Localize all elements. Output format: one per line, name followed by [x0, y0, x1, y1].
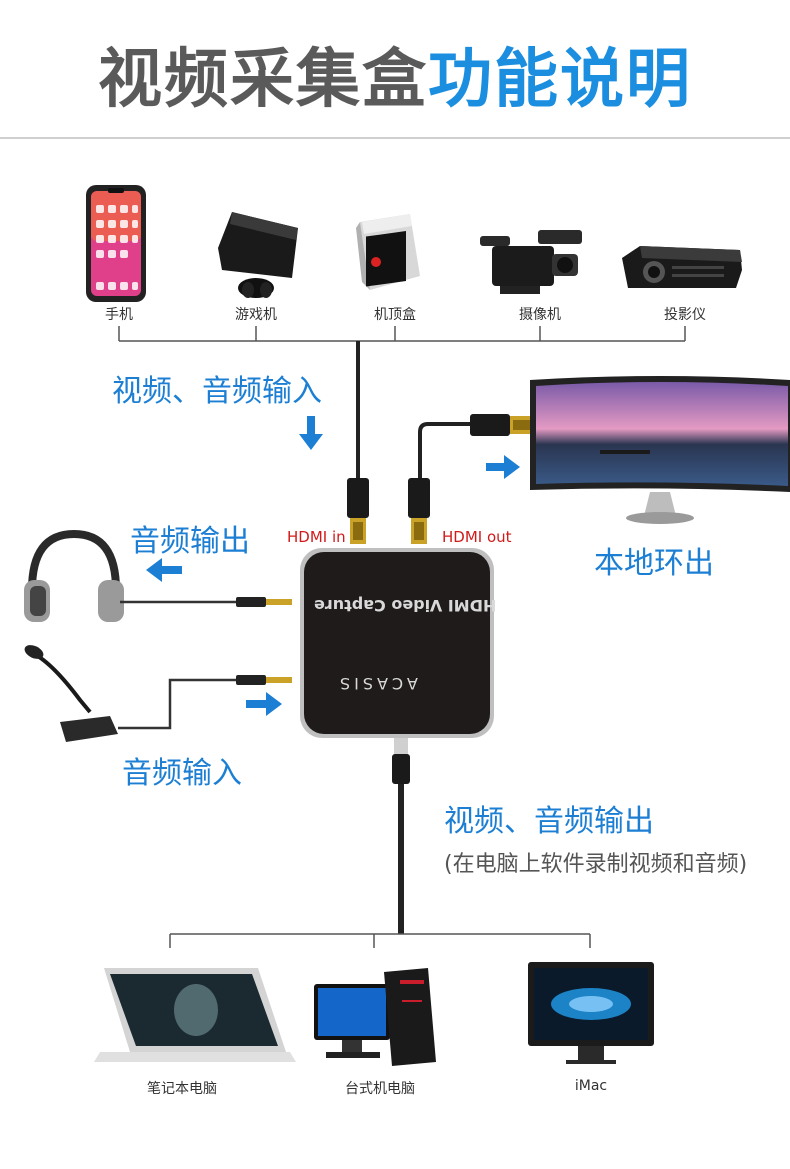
desktop-icon	[314, 968, 436, 1066]
source-label-projector: 投影仪	[664, 307, 706, 323]
usb-c-plug	[392, 738, 410, 784]
source-label-camcorder: 摄像机	[519, 307, 561, 323]
laptop-icon	[94, 968, 296, 1062]
label-audio-out: 音频输出	[130, 524, 250, 559]
computer-label-imac: iMac	[574, 1078, 608, 1094]
label-video-audio-out-note: (在电脑上软件录制视频和音频)	[444, 852, 748, 877]
source-label-set-top-box: 机顶盒	[374, 307, 416, 323]
computer-label-laptop: 笔记本电脑	[147, 1081, 217, 1097]
projector-icon	[622, 246, 742, 288]
computer-label-desktop: 台式机电脑	[345, 1081, 415, 1097]
label-video-audio-out: 视频、音频输出	[444, 804, 654, 839]
source-label-game-console: 游戏机	[235, 307, 277, 323]
label-audio-in: 音频输入	[122, 756, 242, 791]
device-brand: ACASIS	[336, 674, 418, 693]
source-bracket	[118, 326, 686, 342]
audio-in-jack	[236, 675, 292, 685]
device-name: HDMI Video Capture	[314, 596, 497, 615]
computer-bracket	[169, 933, 591, 948]
microphone-icon	[24, 645, 118, 742]
hdmi-out-plug	[408, 478, 430, 544]
label-local-loop: 本地环出	[594, 546, 714, 581]
title-part1: 视频采集盒	[98, 43, 428, 117]
monitor-icon	[530, 376, 790, 524]
source-label-phone: 手机	[105, 307, 133, 323]
label-video-audio-in: 视频、音频输入	[112, 374, 322, 409]
headphones-icon	[24, 529, 124, 622]
monitor-hdmi-plug	[470, 414, 534, 436]
arrow-right-monitor-icon	[486, 455, 520, 479]
hdmi-in-plug	[347, 478, 369, 544]
set-top-box-icon	[356, 214, 420, 290]
game-console-icon	[218, 212, 298, 298]
page-title: 视频采集盒功能说明	[0, 28, 790, 120]
arrow-left-audio-out-icon	[146, 558, 182, 582]
title-part2: 功能说明	[428, 43, 692, 117]
phone-icon	[86, 185, 146, 302]
arrow-right-audio-in-icon	[246, 692, 282, 716]
imac-icon	[528, 962, 654, 1064]
label-hdmi-in: HDMI in	[287, 528, 346, 546]
arrow-down-icon	[299, 416, 323, 450]
camcorder-icon	[480, 230, 582, 294]
label-hdmi-out: HDMI out	[442, 528, 512, 546]
audio-out-jack	[236, 597, 292, 607]
title-divider	[0, 137, 790, 139]
capture-box	[300, 548, 494, 738]
